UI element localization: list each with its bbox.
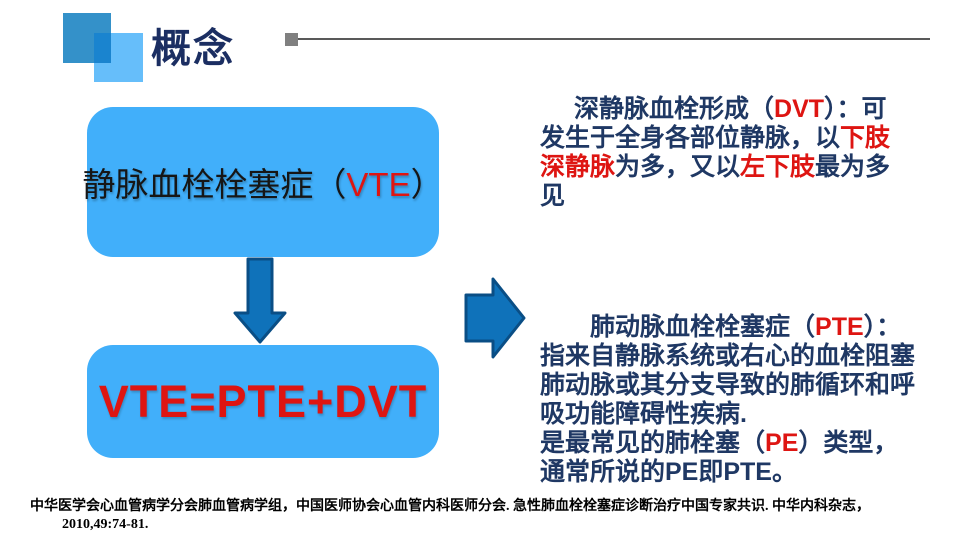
dvt-highlight-lower-limb: 下肢 [840,124,891,152]
dvt-highlight-deep-vein: 深静脉 [540,153,616,181]
pte-line1-tail: ）： [863,313,902,341]
pte-line-4: 吸功能障碍性疾病. [540,400,952,429]
title-rule-square [285,33,298,46]
pte-line4-text: 吸功能障碍性疾病. [540,400,747,428]
pe-abbr: PE [765,429,799,457]
pte-line5-tail: ）类型， [798,429,899,457]
pte-line5-text: 是最常见的肺栓塞（ [540,429,766,457]
down-arrow-icon [233,257,287,344]
dvt-line3-text: 为多，又以 [615,153,741,181]
vte-concept-label: 静脉血栓栓塞症（VTE） [82,158,443,206]
reference-citation: 中华医学会心血管病学分会肺血管病学组，中国医师协会心血管内科医师分会. 急性肺血… [30,498,930,534]
right-arrow-icon [464,277,526,359]
pte-line-5: 是最常见的肺栓塞（PE）类型， [540,429,952,458]
citation-line-1: 中华医学会心血管病学分会肺血管病学组，中国医师协会心血管内科医师分会. 急性肺血… [30,499,870,514]
title-rule-line [298,38,930,40]
pte-line-1: 肺动脉血栓栓塞症（PTE）： [540,313,952,342]
dvt-definition-paragraph: 深静脉血栓形成（DVT）：可 发生于全身各部位静脉，以下肢 深静脉为多，又以左下… [540,95,952,211]
dvt-line-1: 深静脉血栓形成（DVT）：可 [540,95,952,124]
dvt-line4-text: 见 [540,182,566,210]
pte-line-3: 肺动脉或其分支导致的肺循环和呼 [540,371,952,400]
pte-line-6: 通常所说的PE即PTE。 [540,458,952,487]
dvt-highlight-left-lower-limb: 左下肢 [740,153,816,181]
page-title: 概念 [151,27,235,71]
vte-concept-box: 静脉血栓栓塞症（VTE） [82,107,444,257]
vte-formula-box: VTE=PTE+DVT [87,345,439,458]
pte-line2-text: 指来自静脉系统或右心的血栓阻塞 [540,342,916,370]
pte-definition-paragraph: 肺动脉血栓栓塞症（PTE）： 指来自静脉系统或右心的血栓阻塞 肺动脉或其分支导致… [540,313,952,487]
dvt-line1-tail: ）：可 [824,95,887,123]
pte-line-2: 指来自静脉系统或右心的血栓阻塞 [540,342,952,371]
vte-abbr: VTE [346,166,411,203]
vte-label-chinese: 静脉血栓栓塞症（ [82,166,347,203]
dvt-line3-tail: 最为多 [815,153,891,181]
pte-abbr: PTE [815,313,864,341]
pte-line1-text: 肺动脉血栓栓塞症（ [590,313,816,341]
vte-formula-text: VTE=PTE+DVT [98,375,428,427]
pte-line3-text: 肺动脉或其分支导致的肺循环和呼 [540,371,916,399]
dvt-abbr: DVT [774,95,825,123]
citation-line-2: 2010,49:74-81. [62,517,149,532]
dvt-line1-text: 深静脉血栓形成（ [574,95,775,123]
title-decor-square-overlap [94,33,111,63]
vte-label-close-paren: ） [410,166,444,203]
pte-line6-text: 通常所说的PE即PTE。 [540,458,797,486]
dvt-line-4: 见 [540,182,952,211]
dvt-line-2: 发生于全身各部位静脉，以下肢 [540,124,952,153]
dvt-line2-text: 发生于全身各部位静脉，以 [540,124,841,152]
dvt-line-3: 深静脉为多，又以左下肢最为多 [540,153,952,182]
